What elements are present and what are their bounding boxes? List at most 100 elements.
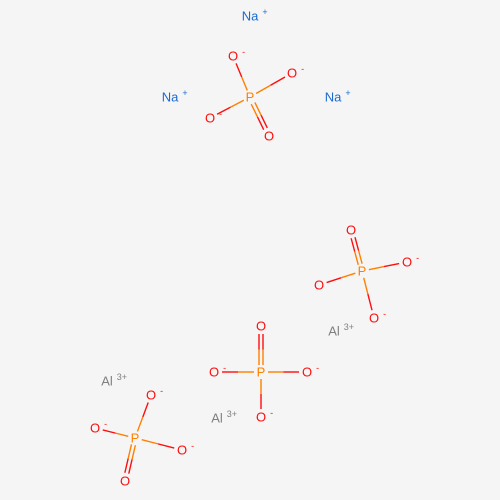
po4-1-oxygen-1-symbol: O: [287, 66, 297, 81]
po4-2-bond-1-p-half: [368, 265, 385, 271]
po4-1-oxygen-0-charge: -: [242, 47, 245, 57]
ion-al1: Al 3+: [101, 372, 127, 389]
po4-1-phosphorus-symbol: P: [246, 90, 255, 105]
po4-4-oxygen-3: O: [120, 474, 130, 489]
po4-3-oxygen-0: O: [256, 319, 266, 334]
po4-1-bond-3-o-half-1: [256, 116, 265, 130]
ion-al3-charge: 3+: [227, 409, 237, 419]
po4-2-oxygen-1: O-: [402, 253, 419, 270]
po4-4-bond-1-p-half: [115, 432, 129, 437]
po4-3-oxygen-3: O-: [256, 408, 273, 425]
po4-1-oxygen-3: O: [264, 129, 274, 144]
po4-3-oxygen-2-charge: -: [316, 363, 319, 373]
po4-4-bond-3-o-half-0: [128, 459, 133, 474]
po4-3-oxygen-1-charge: -: [223, 363, 226, 373]
po4-1-bond-0-p-half: [241, 76, 248, 91]
ion-na3: Na+: [325, 88, 351, 105]
po4-4-oxygen-3-symbol: O: [120, 474, 130, 489]
po4-1-bond-1-o-half: [270, 76, 286, 86]
po4-1-oxygen-1: O-: [287, 64, 304, 81]
po4-1-bond-3-p-half-1: [250, 103, 259, 118]
bond-layer: [102, 63, 400, 474]
po4-4-phosphorus-symbol: P: [131, 431, 140, 446]
po4-2-bond-1-o-half: [383, 262, 400, 268]
po4-1-phosphorus: P: [246, 90, 255, 105]
po4-3-oxygen-3-charge: -: [270, 408, 273, 418]
ion-al1-symbol: Al: [101, 374, 113, 389]
po4-1-bond-2-o-half: [216, 106, 231, 115]
po4-2-oxygen-3: O-: [369, 309, 386, 326]
po4-3-phosphorus-symbol: P: [257, 365, 266, 380]
po4-1-bond-3-p-half-0: [254, 102, 262, 116]
ion-na2-symbol: Na: [162, 90, 179, 105]
po4-2-oxygen-1-charge: -: [416, 253, 419, 263]
ion-na3-charge: +: [345, 88, 350, 98]
po4-2-oxygen-2-charge: -: [328, 276, 331, 286]
po4-4-phosphorus: P: [131, 431, 140, 446]
ion-na1-symbol: Na: [242, 9, 259, 24]
po4-3-oxygen-1-symbol: O: [209, 365, 219, 380]
po4-1-oxygen-2-symbol: O: [205, 111, 215, 126]
po4-4-bond-3-p-half-0: [131, 445, 137, 460]
po4-3-phosphorus: P: [257, 365, 266, 380]
po4-2-oxygen-1-symbol: O: [402, 255, 412, 270]
po4-2-oxygen-2-symbol: O: [314, 278, 324, 293]
po4-4-bond-1-o-half: [102, 429, 116, 434]
po4-4-oxygen-0: O-: [146, 386, 163, 403]
po4-2-phosphorus-symbol: P: [358, 264, 367, 279]
po4-1-bond-1-p-half: [255, 84, 271, 95]
po4-4-bond-2-o-half: [157, 443, 175, 449]
ion-na3-symbol: Na: [325, 90, 342, 105]
po4-2-bond-3-p-half: [363, 277, 369, 295]
po4-2-bond-2-p-half: [340, 272, 356, 279]
po4-4-oxygen-2-charge: -: [191, 441, 194, 451]
ion-al3-symbol: Al: [211, 411, 223, 426]
po4-2-bond-0-p-half-1: [357, 250, 363, 264]
po4-4-bond-0-p-half: [136, 416, 144, 432]
po4-2-bond-3-o-half: [367, 293, 373, 311]
po4-2-bond-0-p-half-0: [354, 251, 359, 265]
ion-al3: Al 3+: [211, 409, 237, 426]
po4-4-oxygen-2-symbol: O: [177, 443, 187, 458]
po4-4-bond-0-o-half: [142, 402, 149, 418]
po4-4-bond-3-o-half-1: [124, 458, 129, 473]
po4-2-phosphorus: P: [358, 264, 367, 279]
po4-2-bond-2-o-half: [326, 277, 342, 284]
po4-1-bond-0-o-half: [235, 63, 243, 78]
ion-al2: Al 3+: [328, 322, 354, 339]
po4-3-oxygen-0-symbol: O: [256, 319, 266, 334]
po4-2-oxygen-0-symbol: O: [346, 223, 356, 238]
po4-3-oxygen-1: O-: [209, 363, 226, 380]
po4-2-oxygen-2: O-: [314, 276, 331, 293]
po4-2-bond-0-o-half-1: [354, 237, 360, 251]
ion-al2-symbol: Al: [328, 324, 340, 339]
po4-2-oxygen-0: O: [346, 223, 356, 238]
po4-4-oxygen-2: O-: [177, 441, 194, 458]
po4-1-oxygen-2-charge: -: [219, 109, 222, 119]
po4-2-bond-0-o-half-0: [350, 238, 356, 252]
po4-4-oxygen-1: O-: [90, 419, 107, 436]
po4-4-bond-2-p-half: [141, 439, 159, 445]
ion-na2: Na+: [162, 88, 188, 105]
po4-4-bond-3-p-half-1: [127, 444, 133, 459]
po4-1-oxygen-0-symbol: O: [228, 49, 238, 64]
po4-4-oxygen-1-charge: -: [104, 419, 107, 429]
ion-al2-charge: 3+: [344, 322, 354, 332]
po4-3-oxygen-2: O-: [302, 363, 319, 380]
po4-1-oxygen-3-symbol: O: [264, 129, 274, 144]
po4-1-bond-2-p-half: [230, 99, 245, 108]
po4-4-oxygen-1-symbol: O: [90, 421, 100, 436]
po4-3-oxygen-2-symbol: O: [302, 365, 312, 380]
ion-al1-charge: 3+: [117, 372, 127, 382]
ion-na2-charge: +: [182, 88, 187, 98]
po4-2-oxygen-3-charge: -: [383, 309, 386, 319]
po4-3-oxygen-3-symbol: O: [256, 410, 266, 425]
po4-4-oxygen-0-charge: -: [160, 386, 163, 396]
po4-1-oxygen-2: O-: [205, 109, 222, 126]
po4-1-oxygen-1-charge: -: [301, 64, 304, 74]
ion-na1-charge: +: [262, 7, 267, 17]
po4-1-oxygen-0: O-: [228, 47, 245, 64]
